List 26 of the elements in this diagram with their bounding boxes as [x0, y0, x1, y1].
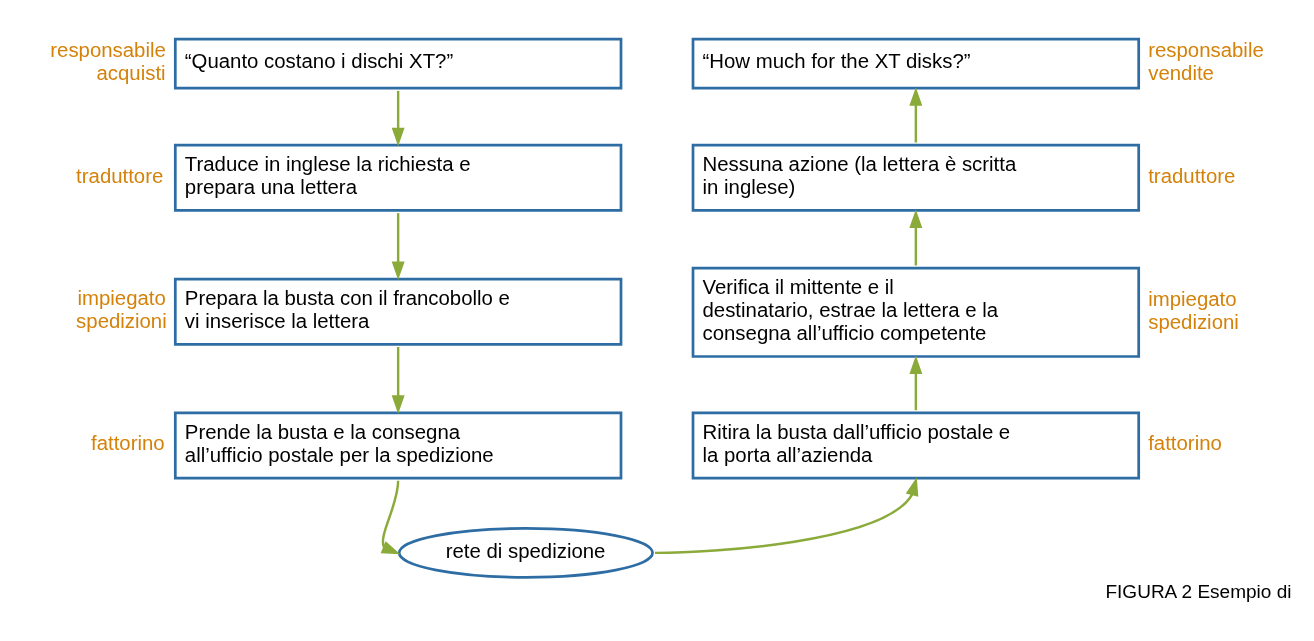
- node-box: “How much for the XT disks?”: [691, 37, 1141, 90]
- arrow: [391, 90, 405, 147]
- node-label: traduttore: [76, 164, 164, 187]
- node-label: impiegato spedizioni: [1148, 287, 1239, 333]
- arrow: [909, 87, 923, 143]
- node-label: responsabile vendite: [1148, 38, 1264, 84]
- node-label: traduttore: [1148, 164, 1236, 187]
- arrow: [909, 355, 923, 411]
- node-label: responsabile acquisti: [50, 38, 166, 84]
- node-label: impiegato spedizioni: [76, 286, 167, 332]
- node-box: Prepara la busta con il francobollo e vi inserisce la lettera: [173, 277, 623, 346]
- arrow: [654, 477, 919, 555]
- arrow: [380, 480, 401, 555]
- node-box: Ritira la busta dall’ufficio postale e la porta all’azienda: [691, 411, 1141, 480]
- arrow: [391, 347, 405, 414]
- node-box: “Quanto costano i dischi XT?”: [173, 37, 623, 90]
- node-box: Verifica il mittente e il destinatario, estrae la lettera e la consegna all’ufficio competente: [691, 266, 1141, 358]
- arrow: [909, 209, 923, 266]
- node-box: Prende la busta e la consegna all’ufficio postale per la spedizione: [173, 411, 623, 480]
- node-box: Nessuna azione (la lettera è scritta in inglese): [691, 143, 1141, 212]
- node-label: fattorino: [1148, 432, 1222, 455]
- node-ellipse: rete di spedizione: [397, 527, 654, 579]
- node-label: fattorino: [91, 432, 165, 455]
- node-box: Traduce in inglese la richiesta e prepara una lettera: [173, 143, 623, 212]
- arrow: [391, 213, 405, 281]
- caption: FIGURA 2 Esempio di: [1105, 580, 1292, 602]
